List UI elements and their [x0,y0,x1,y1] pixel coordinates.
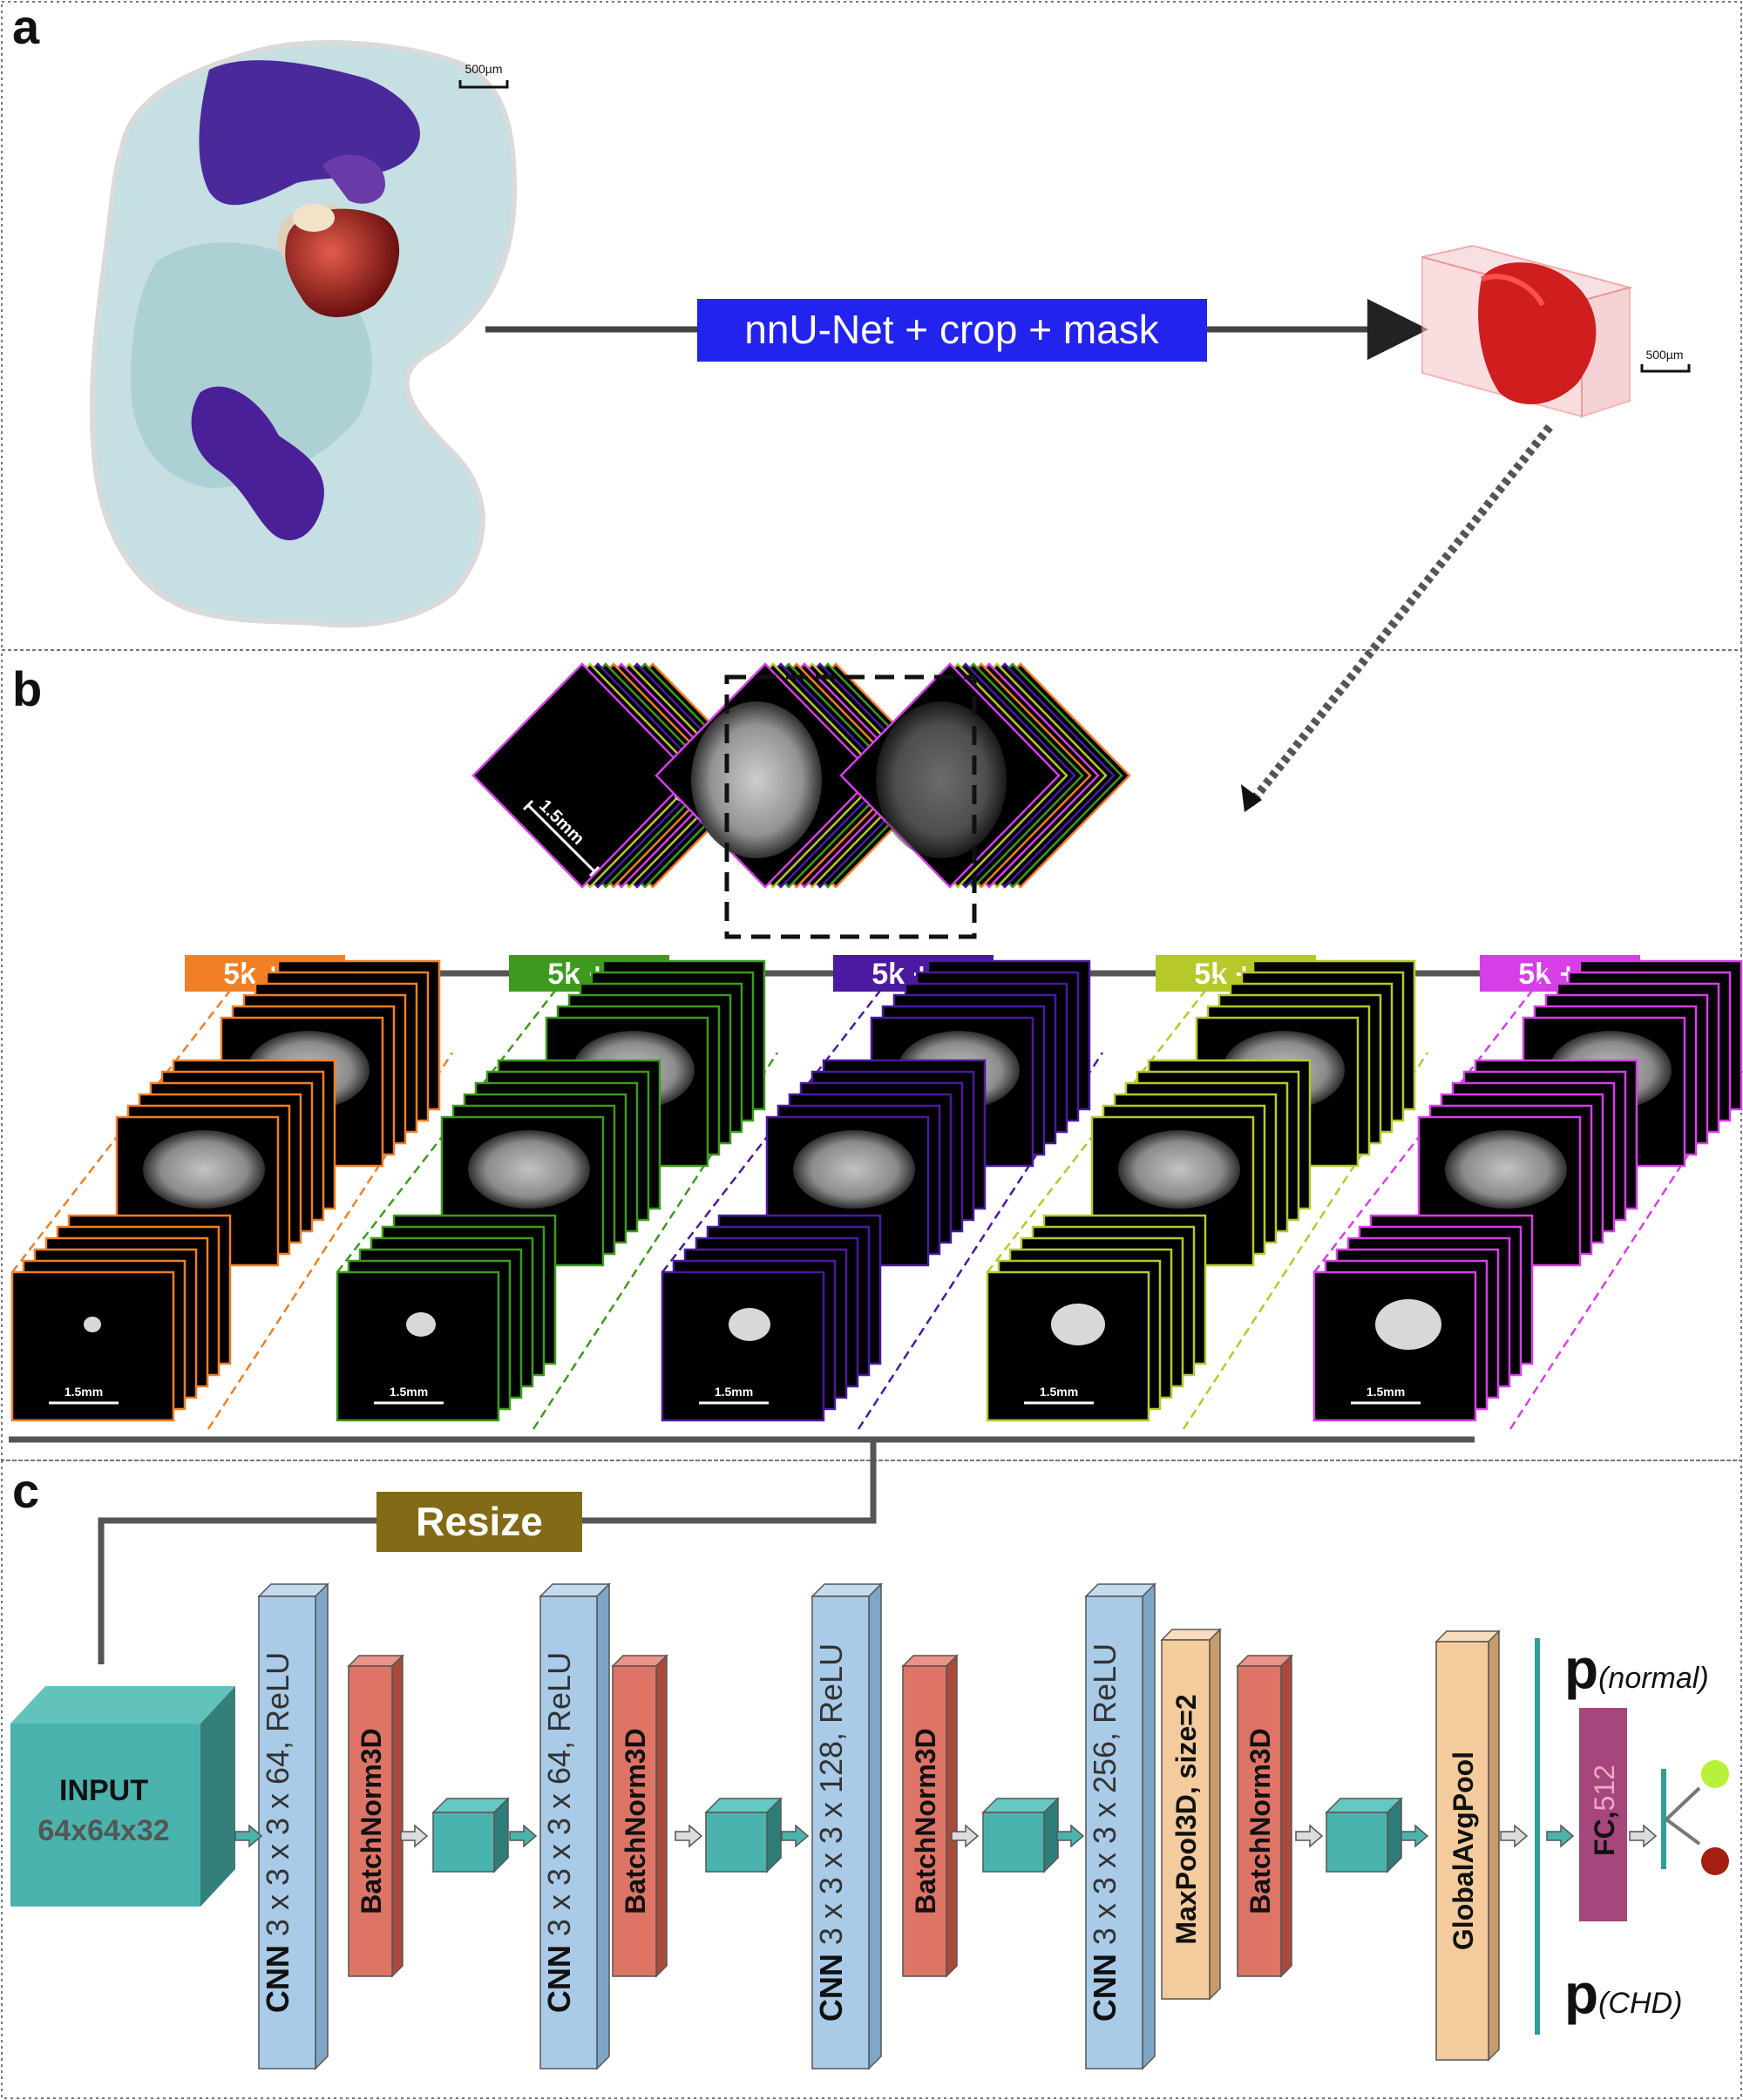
svg-text:BatchNorm3D: BatchNorm3D [910,1728,941,1914]
svg-text:CNN 3 x 3 x 3 x 64, ReLU: CNN 3 x 3 x 3 x 64, ReLU [541,1652,577,2013]
p-normal-label: p(normal) [1564,1637,1709,1700]
svg-text:GlobalAvgPool: GlobalAvgPool [1448,1751,1479,1950]
svg-text:1.5mm: 1.5mm [390,1385,428,1399]
segmented-heart-box [1421,244,1633,418]
feature-cube-1 [431,1797,510,1873]
group-stack-5: 1.5mm [1312,956,1743,1430]
batchnorm-4: BatchNorm3D [1236,1654,1293,1978]
group-stacks: 1.5mm 1.5mm 1.5mm 1.5mm 1.5mm [10,956,1743,1430]
scale-bar-a2: 500µm [1640,348,1691,373]
flow-arrow-7 [1056,1824,1085,1848]
cnn-block-1: CNN 3 x 3 x 3 x 64, ReLU [257,1582,329,2070]
flow-arrow-6 [951,1824,980,1848]
flow-arrow-2 [400,1824,429,1848]
svg-text:CNN 3 x 3 x 3 x 256, ReLU: CNN 3 x 3 x 3 x 256, ReLU [1087,1643,1122,2022]
flow-arrow-1 [234,1824,263,1848]
diamond-stack-3 [839,662,1131,889]
batchnorm-2: BatchNorm3D [611,1654,668,1978]
output-head: p(normal) FC,512 p(CHD) [1535,1637,1729,2035]
svg-text:1.5mm: 1.5mm [1367,1385,1405,1399]
svg-text:BatchNorm3D: BatchNorm3D [1245,1728,1276,1914]
input-title: INPUT [59,1774,148,1807]
svg-text:BatchNorm3D: BatchNorm3D [356,1728,387,1914]
diamond-stack-2 [654,662,946,889]
svg-text:nnU-Net + crop + mask: nnU-Net + crop + mask [744,307,1160,352]
svg-text:500µm: 500µm [1645,348,1683,362]
output-chd-dot [1701,1847,1729,1875]
group-stack-3: 1.5mm [661,956,1104,1430]
maxpool-block: MaxPool3D, size=2 [1160,1628,1222,2001]
flow-arrow-8 [1295,1824,1324,1848]
flow-arrow-11 [1546,1824,1575,1848]
svg-text:CNN 3 x 3 x 3 x 64, ReLU: CNN 3 x 3 x 3 x 64, ReLU [260,1652,295,2013]
specimen-render [89,40,518,628]
input-size: 64x64x32 [37,1814,169,1847]
panel-label-b: b [12,661,42,716]
flow-arrow-10 [1500,1824,1529,1848]
cnn-block-3: CNN 3 x 3 x 3 x 128, ReLU [810,1582,883,2070]
fc-label: FC,512 [1589,1765,1620,1856]
p-chd-label: p(CHD) [1564,1962,1682,2025]
feature-cube-3 [981,1797,1060,1873]
batchnorm-1: BatchNorm3D [347,1654,404,1978]
pipeline-label: nnU-Net + crop + mask [697,299,1207,362]
cnn-block-2: CNN 3 x 3 x 3 x 64, ReLU [539,1582,611,2070]
svg-text:1.5mm: 1.5mm [64,1385,103,1399]
flow-arrow-9 [1401,1824,1429,1848]
feature-cube-4 [1325,1797,1403,1873]
panel-label-a: a [12,0,40,54]
resize-label: Resize [376,1492,582,1552]
flow-arrow-3 [509,1824,538,1848]
panel-label-c: c [12,1463,39,1518]
group-stack-2: 1.5mm [336,956,779,1430]
feature-cube-2 [704,1797,783,1873]
svg-text:CNN 3 x 3 x 3 x 128, ReLU: CNN 3 x 3 x 3 x 128, ReLU [813,1643,849,2022]
output-normal-dot [1701,1760,1729,1788]
batchnorm-3: BatchNorm3D [901,1654,959,1978]
svg-text:BatchNorm3D: BatchNorm3D [620,1728,651,1914]
flow-arrow-5 [781,1824,810,1848]
cnn-block-4: CNN 3 x 3 x 3 x 256, ReLU [1084,1582,1156,2070]
slice-stack-main: 1.5mm [471,662,1131,939]
svg-text:500µm: 500µm [465,62,502,76]
group-stack-1: 1.5mm [10,956,454,1430]
dotted-arrow-a-to-b [1241,423,1553,812]
svg-text:MaxPool3D, size=2: MaxPool3D, size=2 [1170,1694,1202,1944]
svg-text:1.5mm: 1.5mm [715,1385,753,1399]
global-avg-pool: GlobalAvgPool [1434,1629,1501,2062]
svg-text:Resize: Resize [416,1499,543,1544]
group-stack-4: 1.5mm [986,956,1429,1430]
svg-text:1.5mm: 1.5mm [1040,1385,1078,1399]
input-cube: INPUT 64x64x32 [10,1686,235,1907]
scale-bar-a1: 500µm [458,62,509,89]
flow-arrow-12 [1629,1824,1658,1848]
flow-arrow-4 [675,1824,703,1848]
